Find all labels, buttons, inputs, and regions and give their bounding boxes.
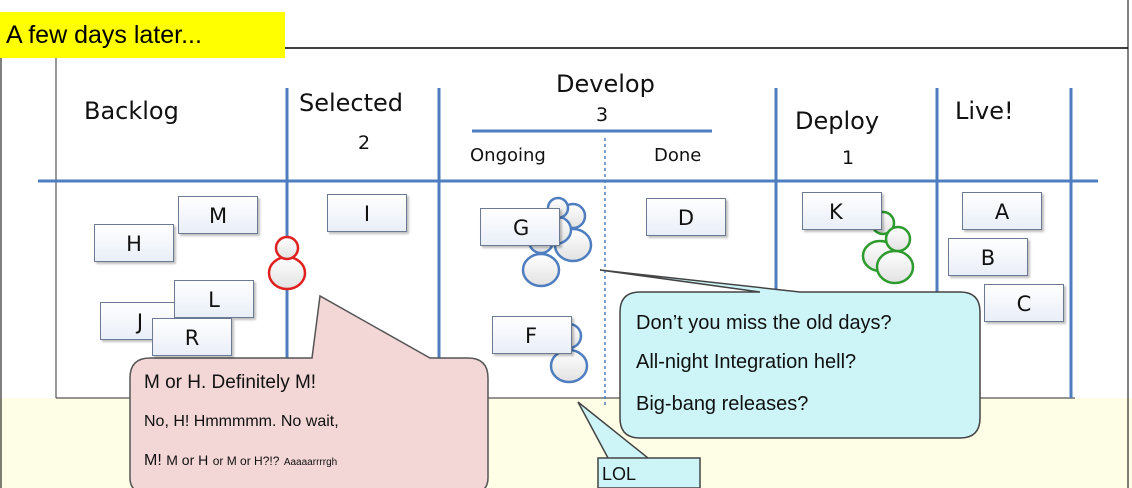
card-f: F bbox=[492, 316, 572, 354]
blue-bubble-line3: Big-bang releases? bbox=[636, 393, 809, 415]
banner-title: A few days later... bbox=[0, 12, 285, 58]
backlog-header: Backlog bbox=[84, 97, 179, 125]
person-red-icon bbox=[267, 235, 307, 291]
card-a: A bbox=[962, 192, 1042, 230]
live-header: Live! bbox=[955, 97, 1014, 125]
red-bubble-line3: M! M or H or M or H?!? Aaaaarrrrgh bbox=[144, 452, 337, 470]
selected-header: Selected bbox=[299, 89, 404, 117]
red-speech-bubble bbox=[129, 294, 489, 488]
red-bubble-line3-a: M! bbox=[144, 452, 162, 469]
red-bubble-line2: No, H! Hmmmmm. No wait, bbox=[144, 413, 339, 430]
card-m: M bbox=[178, 196, 258, 234]
develop-header: Develop bbox=[556, 70, 655, 98]
card-g: G bbox=[480, 208, 560, 246]
red-bubble-line3-b: M or H bbox=[166, 452, 209, 468]
card-l: L bbox=[174, 280, 254, 318]
develop-done-header: Done bbox=[654, 145, 702, 166]
deploy-header: Deploy bbox=[795, 107, 880, 135]
blue-speech-bubble bbox=[599, 269, 981, 439]
lol-bubble-text: LOL bbox=[602, 464, 637, 484]
red-bubble-line1: M or H. Definitely M! bbox=[144, 372, 317, 393]
deploy-limit: 1 bbox=[842, 147, 855, 169]
card-c: C bbox=[984, 284, 1064, 322]
card-r: R bbox=[152, 318, 232, 356]
lol-speech-bubble bbox=[577, 401, 701, 488]
blue-bubble-line2: All-night Integration hell? bbox=[636, 351, 857, 373]
red-bubble-line3-c: or M or H?!? bbox=[212, 454, 280, 468]
blue-bubble-line1: Don’t you miss the old days? bbox=[636, 312, 892, 334]
selected-limit: 2 bbox=[358, 132, 371, 154]
develop-ongoing-header: Ongoing bbox=[470, 145, 546, 166]
card-d: D bbox=[646, 198, 726, 236]
card-b: B bbox=[948, 238, 1028, 276]
card-k: K bbox=[802, 192, 882, 230]
red-bubble-line3-d: Aaaaarrrrgh bbox=[283, 457, 338, 468]
card-i: I bbox=[327, 194, 407, 232]
develop-limit: 3 bbox=[596, 104, 609, 126]
card-h: H bbox=[94, 224, 174, 262]
